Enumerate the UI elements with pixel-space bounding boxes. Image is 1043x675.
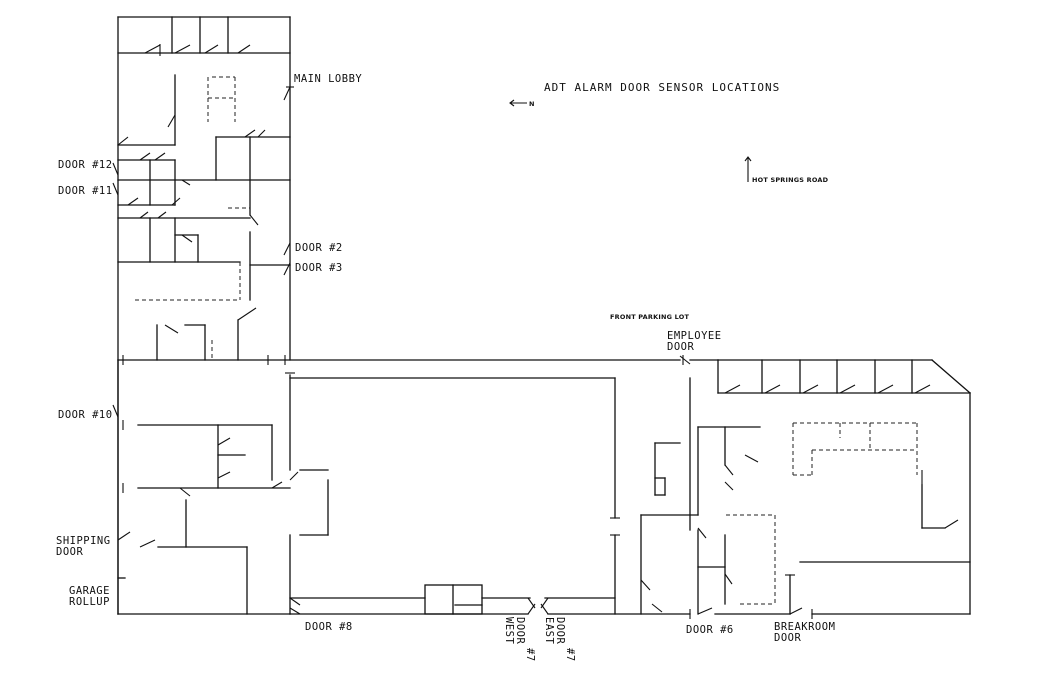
door-2-label: DOOR #2 <box>295 242 343 254</box>
svg-text:WEST: WEST <box>503 617 515 644</box>
diagram-title: ADT ALARM DOOR SENSOR LOCATIONS <box>544 81 780 94</box>
parking-label: FRONT PARKING LOT <box>610 313 689 321</box>
employee-door-label-line2: DOOR <box>667 341 694 353</box>
road-label: HOT SPRINGS ROAD <box>752 176 829 184</box>
svg-text:DOOR: DOOR <box>514 617 526 644</box>
west-wing-dashed <box>135 76 250 360</box>
door-10-label: DOOR #10 <box>58 409 113 421</box>
door-east-7-label: DOOR EAST #7 <box>543 617 576 662</box>
breakroom-door-label-line1: BREAKROOM <box>774 621 835 633</box>
door-3-label: DOOR #3 <box>295 262 343 274</box>
door-6-label: DOOR #6 <box>686 624 734 636</box>
door-swings <box>112 44 959 619</box>
garage-rollup-label-line1: GARAGE <box>69 585 110 597</box>
shipping-door-label-line1: SHIPPING <box>56 535 111 547</box>
shipping-door-label-line2: DOOR <box>56 546 83 558</box>
warehouse-walls <box>289 374 691 615</box>
west-wing-walls <box>117 16 681 615</box>
north-arrow-icon <box>509 99 527 107</box>
svg-text:EAST: EAST <box>543 617 555 644</box>
southwest-walls <box>117 359 291 615</box>
road-arrow-icon <box>744 156 752 182</box>
east-wing-dashed <box>726 422 918 605</box>
door-west-7-label: DOOR WEST #7 <box>503 617 536 662</box>
north-label: N <box>529 100 535 108</box>
garage-rollup-label-line2: ROLLUP <box>69 596 110 608</box>
door-12-label: DOOR #12 <box>58 159 113 171</box>
svg-text:#7: #7 <box>524 648 536 662</box>
east-wing-walls <box>640 359 971 615</box>
door-8-label: DOOR #8 <box>305 621 353 633</box>
door-11-label: DOOR #11 <box>58 185 113 197</box>
employee-door-label-line1: EMPLOYEE <box>667 330 722 342</box>
svg-text:#7: #7 <box>564 648 576 662</box>
breakroom-door-label-line2: DOOR <box>774 632 801 644</box>
main-lobby-label: MAIN LOBBY <box>294 73 362 85</box>
svg-text:DOOR: DOOR <box>554 617 566 644</box>
